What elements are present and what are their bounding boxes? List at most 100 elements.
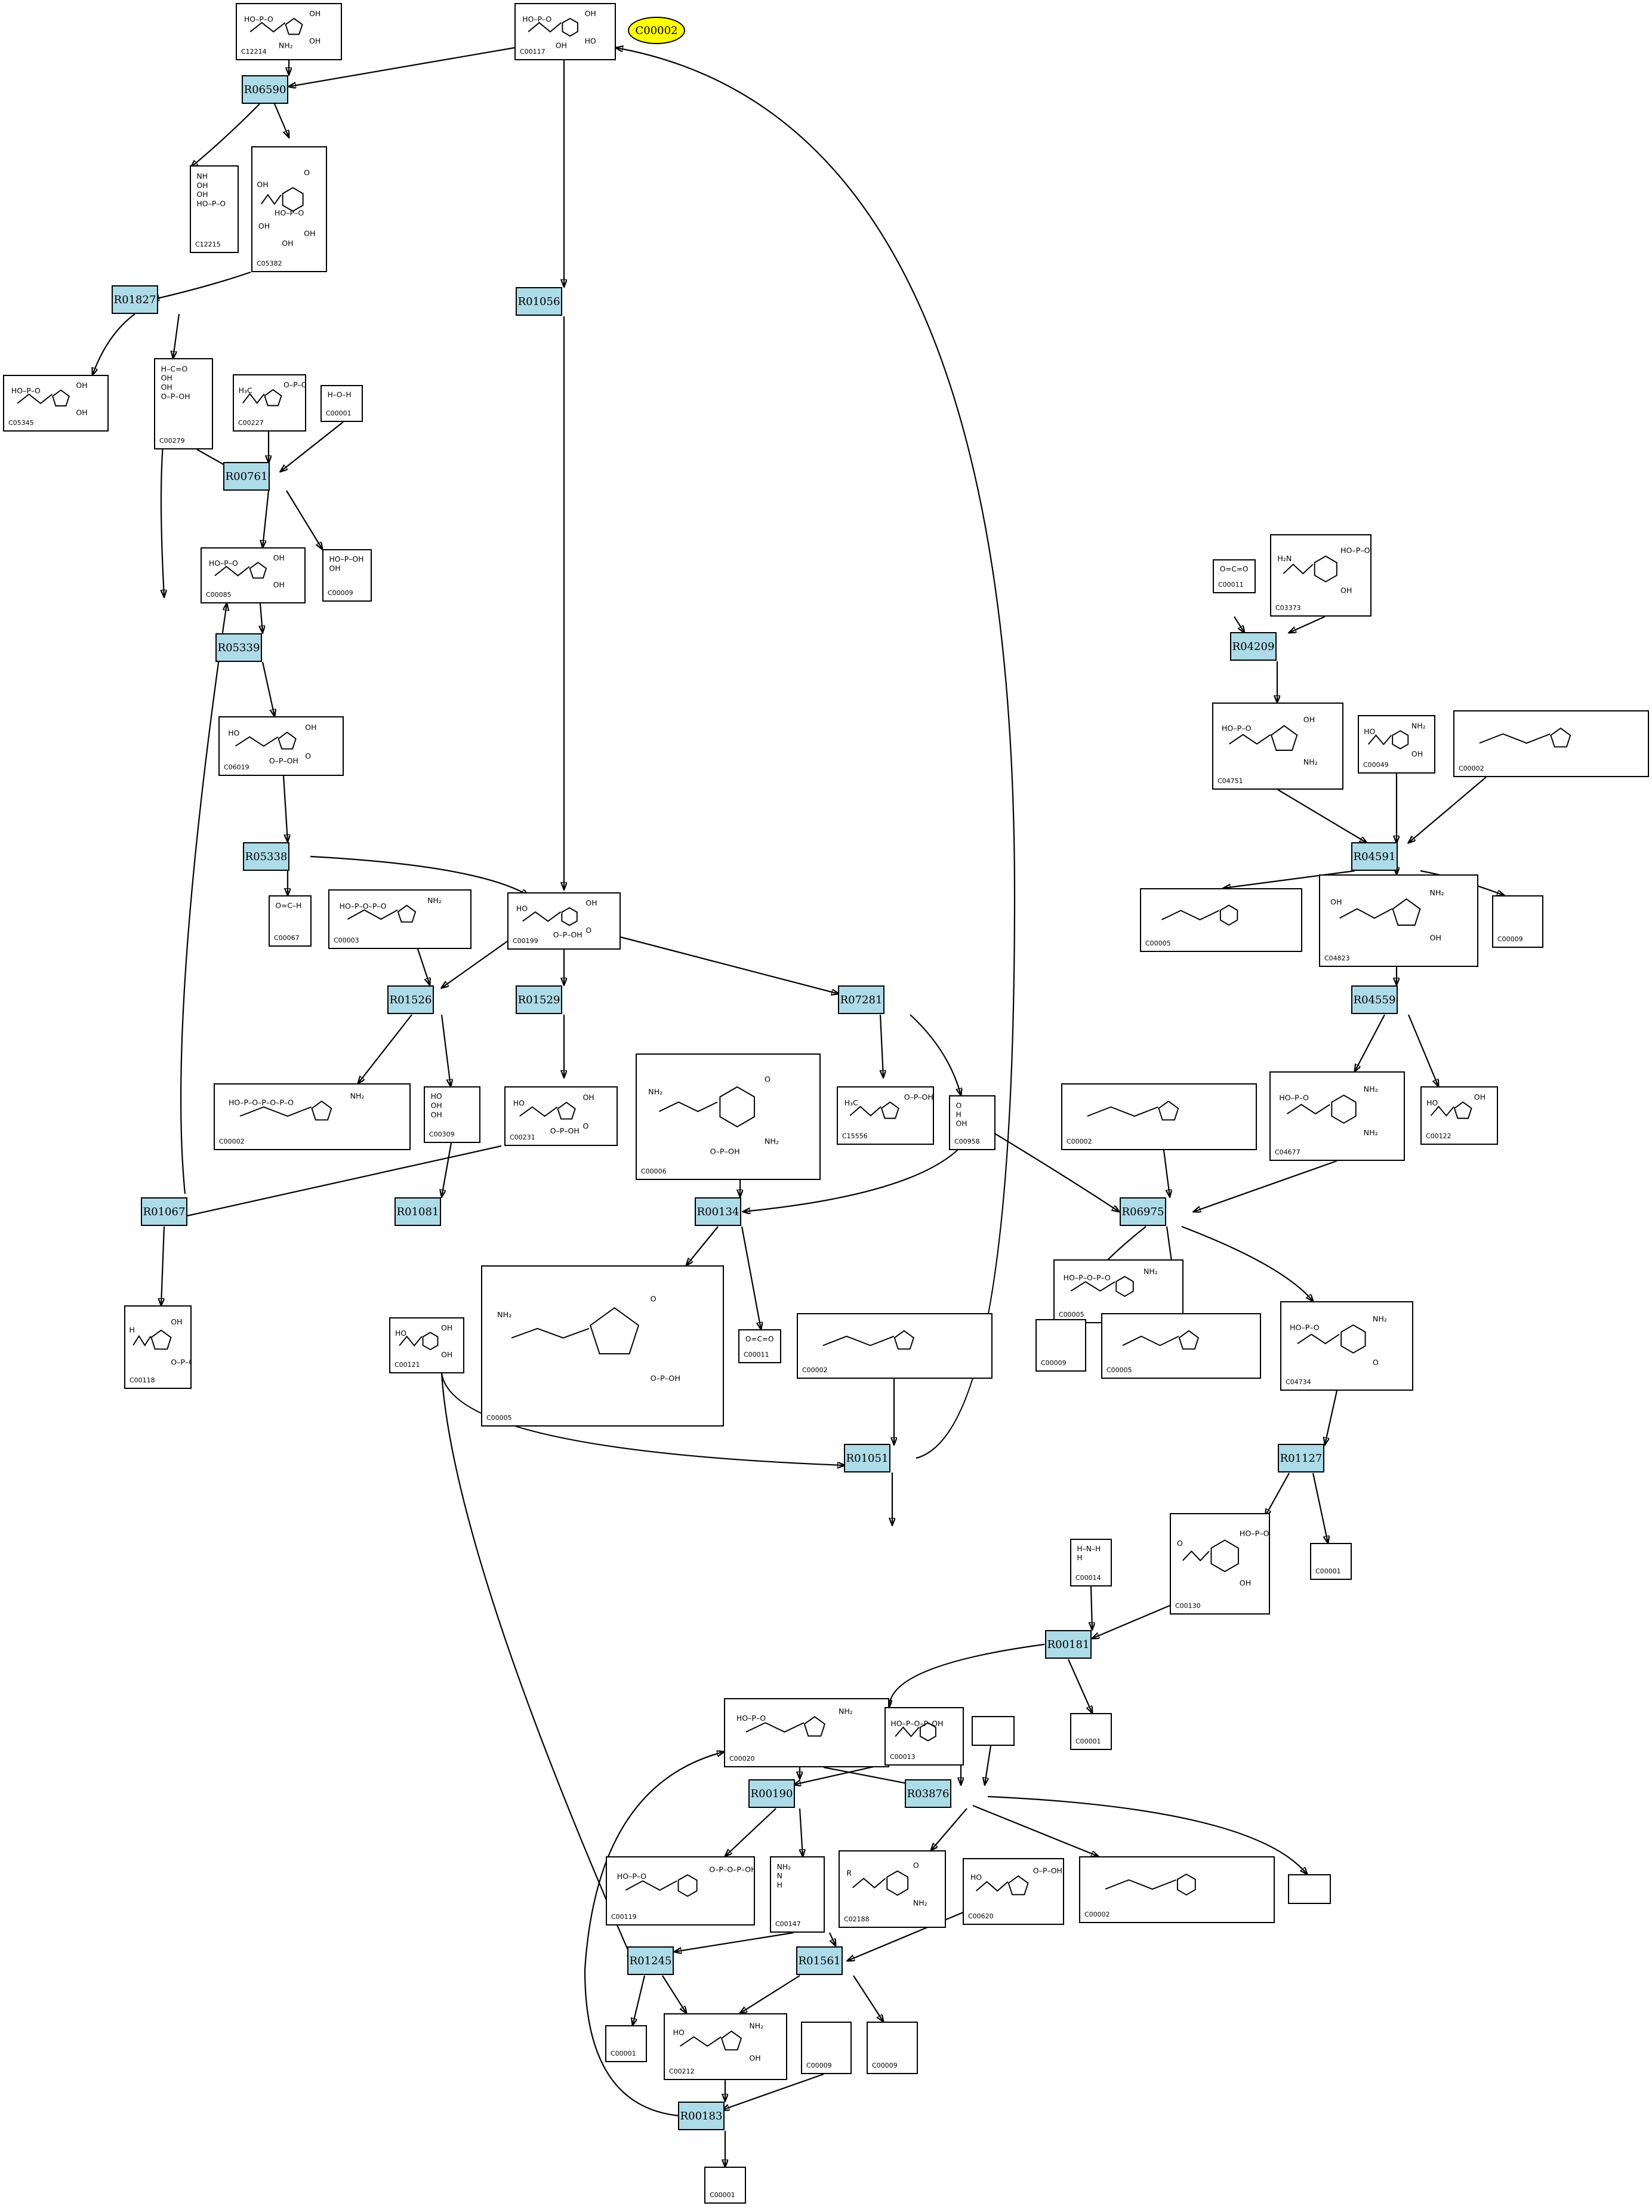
chain-bond — [625, 1880, 677, 1891]
reaction-node[interactable]: R01051 — [844, 1444, 890, 1472]
highlight-compound-node[interactable]: C00002 — [628, 17, 685, 44]
ring-bond — [264, 389, 282, 406]
reaction-node[interactable]: R01827 — [112, 285, 158, 314]
reaction-node[interactable]: R04559 — [1351, 985, 1398, 1014]
atom-label: OH — [273, 580, 285, 589]
compound-node[interactable]: C00009 — [1492, 895, 1543, 948]
reaction-edge — [310, 855, 528, 895]
compound-node[interactable]: C00002 — [797, 1313, 993, 1379]
reaction-node[interactable]: R03876 — [905, 1779, 951, 1808]
reaction-node[interactable]: R00181 — [1045, 1630, 1092, 1659]
reaction-node[interactable]: R01067 — [141, 1197, 187, 1226]
reaction-node[interactable]: R01526 — [387, 985, 434, 1014]
compound-id-label: C00002 — [1067, 1138, 1092, 1145]
reaction-node[interactable]: R00190 — [748, 1779, 795, 1808]
compound-node[interactable]: C00002 — [1079, 1856, 1275, 1923]
compound-node[interactable]: C00001 — [704, 2167, 746, 2204]
atom-label: HO — [516, 904, 528, 913]
reaction-node[interactable]: R01056 — [516, 287, 562, 316]
atom-label: HO–P–O — [1279, 1093, 1309, 1102]
reaction-node[interactable]: R05338 — [243, 842, 289, 871]
reaction-node[interactable]: R04591 — [1351, 842, 1398, 871]
compound-node[interactable]: C00009 — [867, 2022, 918, 2074]
compound-node[interactable]: C00001 — [1310, 1543, 1352, 1580]
compound-node[interactable]: C00001 — [1070, 1713, 1112, 1750]
compound-node[interactable]: C00005 — [1101, 1313, 1261, 1379]
reaction-node[interactable]: R00134 — [695, 1197, 741, 1226]
reaction-node[interactable]: R01561 — [796, 1946, 843, 1975]
reaction-node[interactable]: R01127 — [1278, 1444, 1324, 1472]
compound-node[interactable] — [972, 1716, 1015, 1746]
compound-node[interactable]: C00001 — [605, 2025, 647, 2062]
reaction-node[interactable]: R01529 — [516, 985, 562, 1014]
ring-bond — [249, 562, 267, 579]
compound-id-label: C00009 — [1041, 1359, 1067, 1367]
compound-id-label: C00009 — [806, 2062, 832, 2069]
compound-node[interactable] — [1288, 1874, 1331, 1904]
reaction-node[interactable]: R00761 — [223, 462, 270, 491]
compound-node[interactable]: C00009 — [801, 2022, 852, 2074]
compound-node[interactable]: C00009 — [1035, 1319, 1086, 1372]
reaction-node[interactable]: R01245 — [627, 1946, 674, 1975]
reaction-node[interactable]: R05339 — [215, 633, 262, 662]
reaction-node[interactable]: R01081 — [394, 1197, 441, 1226]
compound-node[interactable]: C00002 — [1453, 710, 1649, 777]
reaction-edge — [191, 103, 260, 167]
compound-node[interactable]: C00005 — [1140, 888, 1302, 952]
atom-label: N — [777, 1871, 782, 1880]
reaction-edge — [273, 103, 289, 137]
reaction-node[interactable]: R06975 — [1120, 1197, 1166, 1226]
reaction-edge — [440, 1014, 451, 1086]
compound-node[interactable]: C00002 — [1061, 1083, 1257, 1150]
reaction-node[interactable]: R04209 — [1230, 632, 1277, 661]
reaction-node[interactable]: R06590 — [242, 75, 288, 104]
reaction-node[interactable]: R07281 — [838, 985, 884, 1014]
reaction-edge — [616, 48, 1016, 1459]
reaction-node[interactable]: R00183 — [678, 2102, 725, 2130]
chain-bond — [1479, 733, 1551, 744]
